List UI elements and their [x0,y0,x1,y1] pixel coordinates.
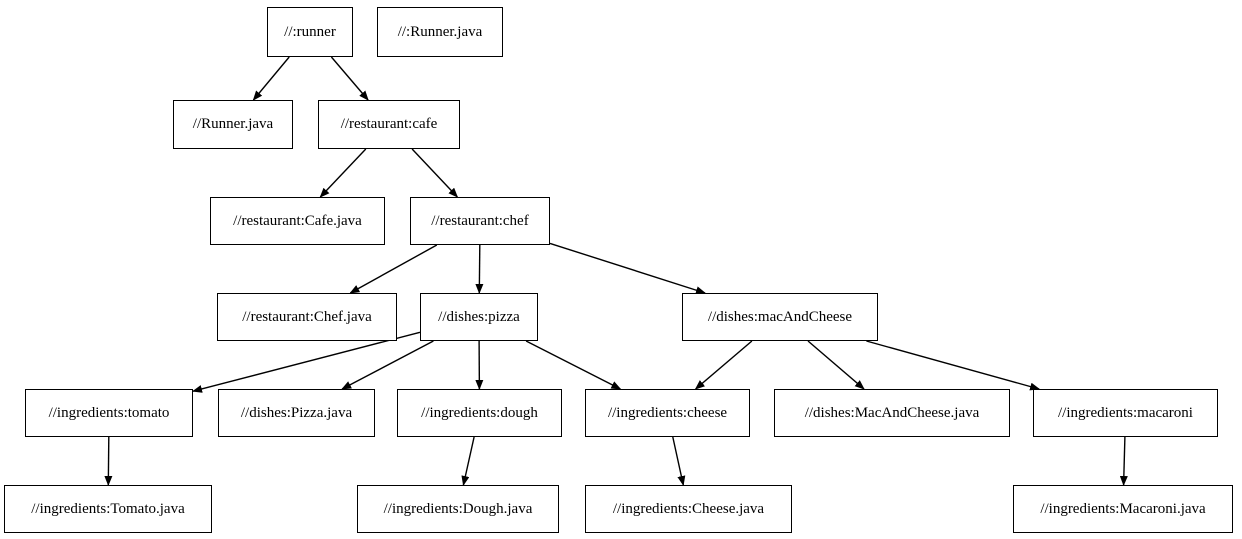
graph-edge-runner-to-cafe [330,56,369,101]
graph-edge-cheese-to-cheese_java [672,436,686,486]
graph-node-label: //restaurant:Chef.java [242,308,372,325]
graph-edge-chef-to-mac_and_cheese [549,242,706,295]
graph-node-label: //dishes:MacAndCheese.java [804,404,980,421]
graph-edge-chef-to-pizza [475,244,484,294]
graph-node-runner_java_root: //:Runner.java [377,7,503,57]
graph-node-label: //restaurant:cafe [340,116,438,132]
graph-node-cheese: //ingredients:cheese [585,389,750,437]
graph-node-label: //ingredients:dough [421,404,538,421]
graph-edge-macaroni-to-macaroni_java [1119,436,1128,486]
graph-node-dough_java: //ingredients:Dough.java [357,485,559,533]
graph-node-label: //restaurant:Cafe.java [233,212,362,229]
graph-node-mac_and_cheese: //dishes:macAndCheese [682,293,878,341]
graph-edge-mac_and_cheese-to-cheese [694,340,753,390]
graph-node-tomato_java: //ingredients:Tomato.java [4,485,212,533]
graph-node-label: //Runner.java [192,116,274,132]
graph-node-label: //ingredients:Cheese.java [612,500,765,517]
graph-edge-pizza-to-cheese [525,340,622,390]
graph-node-label: //ingredients:Tomato.java [31,500,185,517]
graph-node-label: //ingredients:Dough.java [383,500,533,517]
graph-node-label: //dishes:pizza [438,308,520,325]
graph-edge-mac_and_cheese-to-macaroni [866,340,1041,391]
graph-node-dough: //ingredients:dough [397,389,562,437]
graph-node-label: //restaurant:chef [431,212,529,229]
graph-node-label: //ingredients:Macaroni.java [1040,500,1206,517]
graph-node-cafe_java: //restaurant:Cafe.java [210,197,385,245]
graph-edge-cafe-to-chef [411,148,459,198]
graph-edge-runner-to-runner_java [252,56,290,101]
graph-node-runner: //:runner [267,7,353,57]
graph-node-mac_and_cheese_java: //dishes:MacAndCheese.java [774,389,1010,437]
graph-edge-chef-to-chef_java [349,244,438,294]
graph-edge-cafe-to-cafe_java [319,148,367,198]
graph-node-label: //:runner [284,23,336,40]
graph-node-label: //dishes:macAndCheese [707,308,853,325]
graph-node-macaroni_java: //ingredients:Macaroni.java [1013,485,1233,533]
graph-node-label: //dishes:Pizza.java [240,404,353,421]
graph-node-cheese_java: //ingredients:Cheese.java [585,485,792,533]
graph-edge-tomato-to-tomato_java [104,436,113,486]
graph-node-label: //:Runner.java [397,23,483,40]
graph-node-pizza_java: //dishes:Pizza.java [218,389,375,437]
graph-node-runner_java: //Runner.java [173,100,293,149]
graph-node-chef_java: //restaurant:Chef.java [217,293,397,341]
graph-edge-dough-to-dough_java [461,436,475,486]
graph-node-macaroni: //ingredients:macaroni [1033,389,1218,437]
graph-node-label: //ingredients:tomato [48,404,170,421]
graph-node-label: //ingredients:macaroni [1058,404,1193,421]
graph-node-label: //ingredients:cheese [607,404,728,421]
graph-edge-pizza-to-pizza_java [341,340,434,390]
graph-node-cafe: //restaurant:cafe [318,100,460,149]
graph-edge-pizza-to-tomato [192,331,421,393]
graph-node-chef: //restaurant:chef [410,197,550,245]
graph-node-pizza: //dishes:pizza [420,293,538,341]
graph-node-tomato: //ingredients:tomato [25,389,193,437]
graph-edge-mac_and_cheese-to-mac_and_cheese_java [807,340,865,390]
